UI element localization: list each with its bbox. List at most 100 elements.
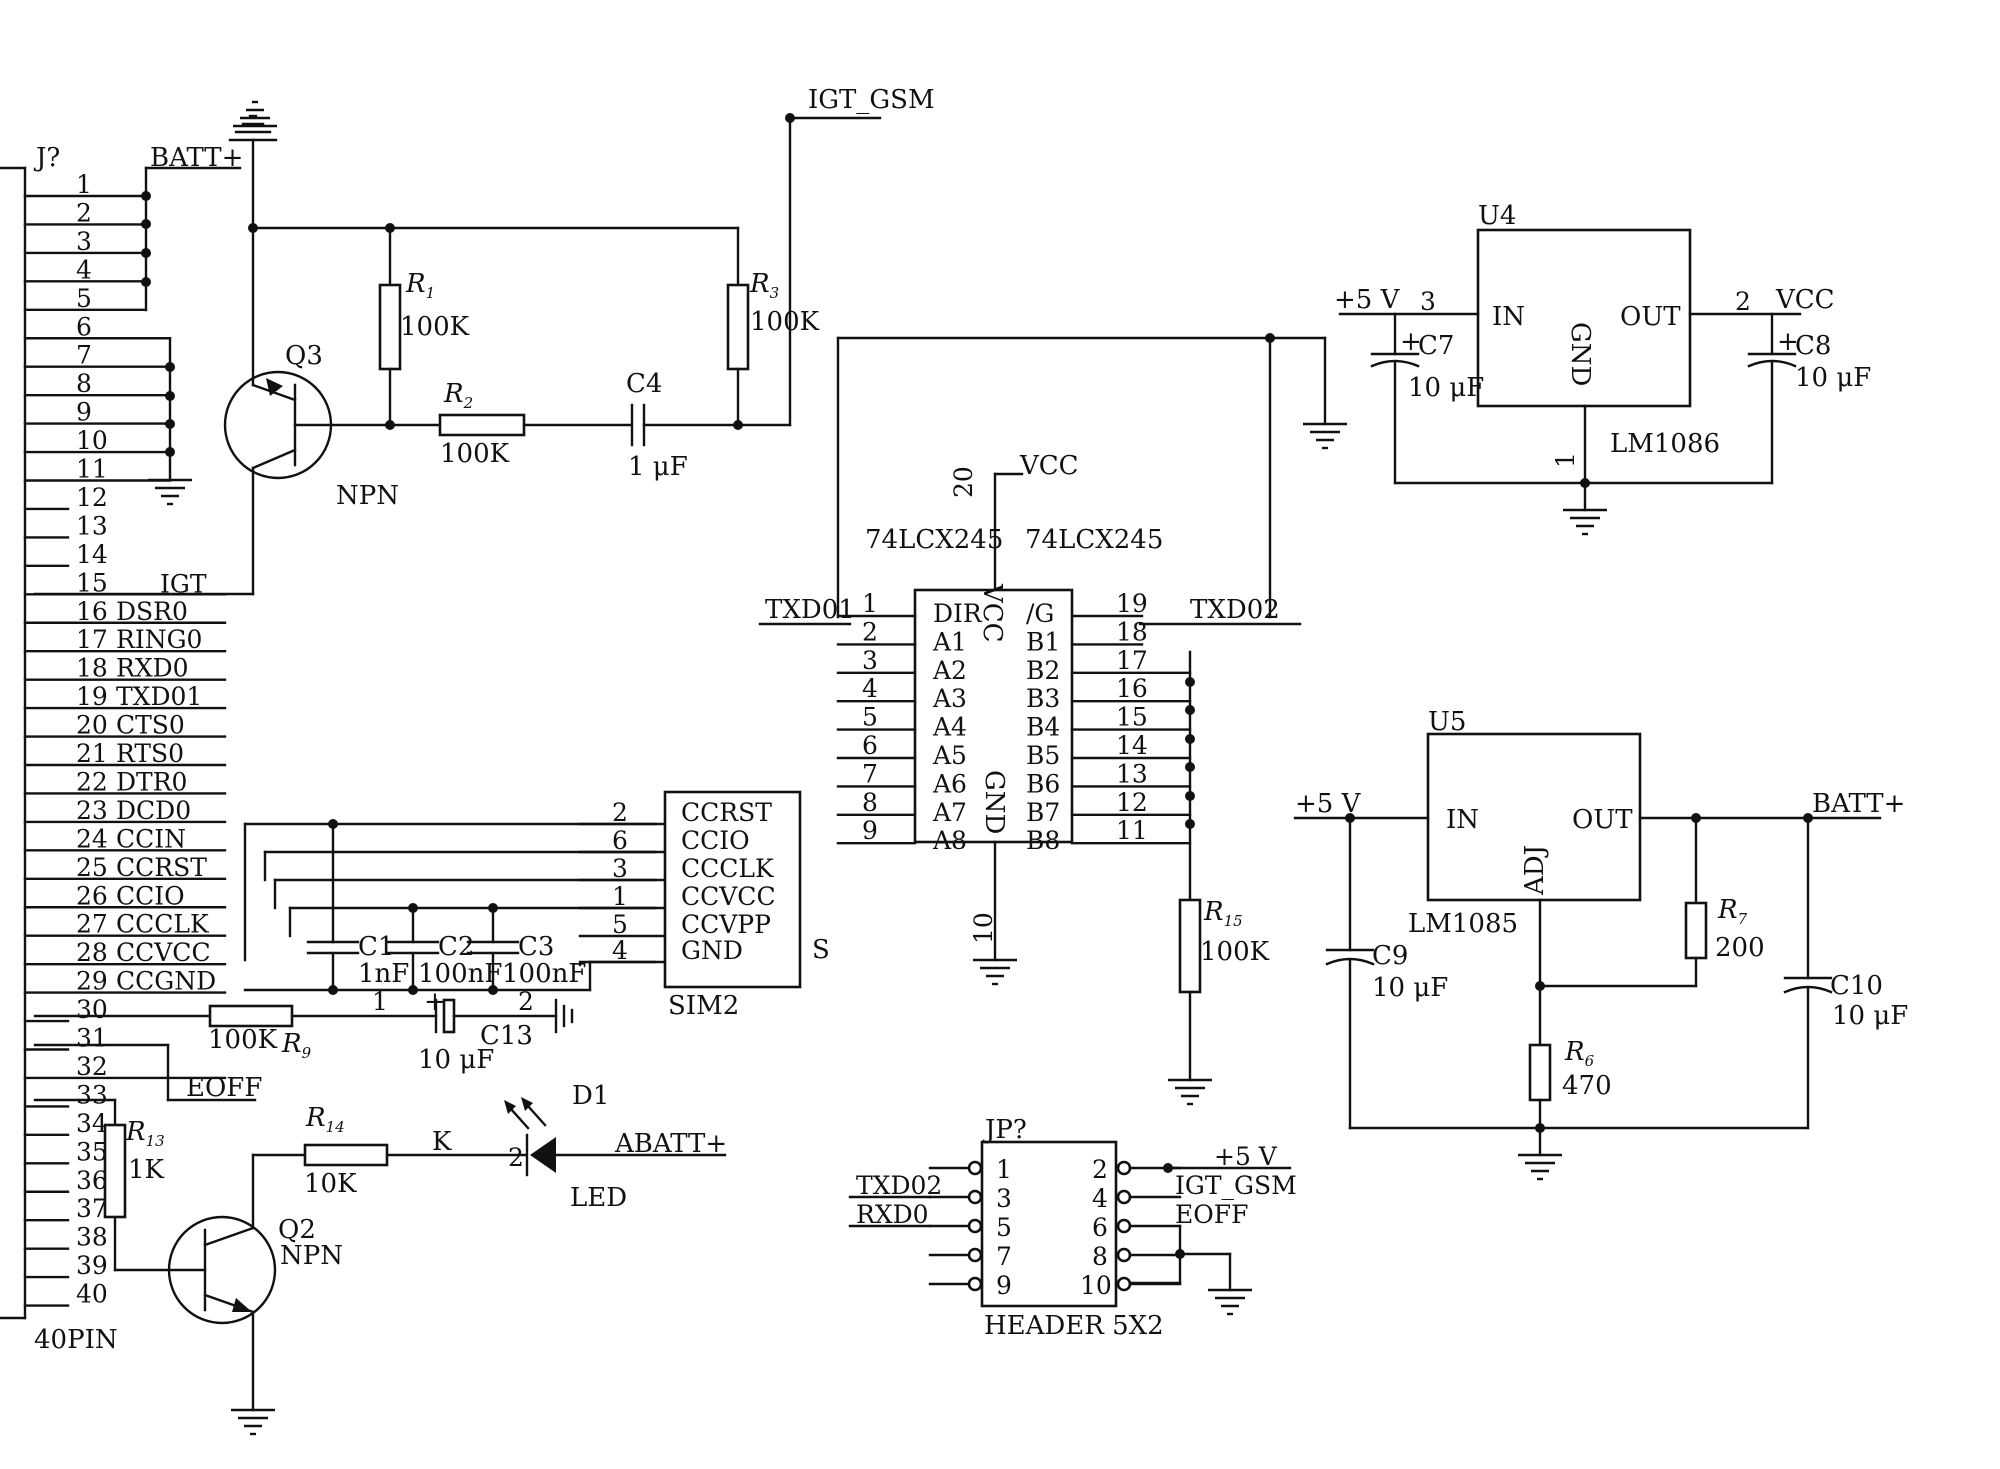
buffer-right-pin-name: B1 [1026,627,1060,656]
d1-type: LED [570,1183,627,1213]
q3-ref: Q3 [285,341,323,371]
c13-value: 10 μF [418,1045,494,1075]
connector-pin-signal: CCIN [116,824,186,853]
connector-pin-number: 2 [76,198,92,227]
r7-sub: 7 [1738,910,1748,928]
header-name: HEADER 5X2 [984,1311,1164,1341]
buffer-left-pin-number: 3 [862,646,878,675]
u4-in: IN [1492,302,1525,332]
buffer-gnd-label: GND [979,770,1009,834]
buffer-pin-gnd: 10 [969,912,998,944]
svg-text:R3: R3 [749,269,779,302]
u5-ref: U5 [1428,707,1466,737]
sim-side: S [812,935,830,965]
connector-pin-number: 16 [76,597,108,626]
svg-text:R6: R6 [1564,1037,1595,1070]
r15-sub: 15 [1224,912,1243,930]
connector-pin-signal: CCCLK [116,910,210,939]
buffer-right-pin-number: 18 [1116,617,1148,646]
c2-value: 100nF [418,959,502,989]
u4-pin-gnd: 1 [1551,452,1580,468]
c10-ref: C10 [1830,971,1883,1001]
buffer-right-net: TXD02 [1190,595,1280,625]
buffer-left-pin-number: 7 [862,759,878,788]
connector-pin-number: 27 [76,910,108,939]
connector-pin-number: 21 [76,739,108,768]
r1-sub: 1 [426,284,436,302]
c8-value: 10 μF [1795,363,1871,393]
connector-pin-number: 19 [76,682,108,711]
sim-pin-number: 4 [612,936,628,965]
q2-ref: Q2 [278,1215,316,1245]
sim-pin-number: 2 [612,798,628,827]
connector-pin-number: 6 [76,312,92,341]
u4-pin-in: 3 [1420,287,1436,316]
buffer-left-pin-number: 6 [862,731,878,760]
connector-ref: J? [33,143,60,173]
header-right-pin-number: 2 [1092,1155,1108,1184]
header-left-pin-number: 1 [996,1155,1012,1184]
u4-net-in: +5 V [1334,285,1401,315]
q2-type: NPN [280,1241,343,1271]
buffer-right-pin-number: 16 [1116,674,1148,703]
c7-plus: + [1400,327,1422,357]
connector-pin-number: 22 [76,767,108,796]
connector-pin-number: 13 [76,511,108,540]
connector-pin-number: 29 [76,967,108,996]
d1-ref: D1 [572,1081,609,1111]
sim-pin-number: 1 [612,882,628,911]
svg-text:R1: R1 [405,269,435,302]
header-left-pin-number: 7 [996,1242,1012,1271]
regulator-u5: U5 IN OUT ADJ LM1085 +5 V BATT+ C9 10 μF… [1293,707,1908,1181]
header-right-pin-number: 6 [1092,1213,1108,1242]
buffer-right-pin-name: /G [1026,599,1054,628]
connector-pin-number: 5 [76,284,92,313]
header-right-pin-number: 4 [1092,1184,1108,1213]
connector-pin-number: 32 [76,1052,108,1081]
svg-text:R9: R9 [281,1029,312,1062]
buffer-left-pin-number: 8 [862,788,878,817]
buffer-right-pin-number: 11 [1116,816,1148,845]
connector-pin-number: 39 [76,1251,108,1280]
c9-value: 10 μF [1372,973,1448,1003]
connector-pin-number: 37 [76,1194,108,1223]
connector-pin-number: 20 [76,711,108,740]
buffer-left-net: TXD01 [765,595,855,625]
r3-ref: R [749,269,770,299]
connector-pin-number: 14 [76,540,108,569]
sim-ref: SIM2 [668,991,739,1021]
r2-ref: R [443,379,464,409]
connector-pin-number: 28 [76,938,108,967]
buffer-right-pin-number: 17 [1116,646,1148,675]
header-left-pin-pad [967,1247,983,1263]
r9-value: 100K [208,1025,278,1055]
connector-pin-signal: RTS0 [116,739,184,768]
buffer-part-left: 74LCX245 [865,525,1003,555]
u4-gnd: GND [1565,322,1595,386]
header-left-pin-number: 9 [996,1271,1012,1300]
buffer-left-pin-name: A3 [932,684,967,713]
buffer-left-pin-number: 9 [862,816,878,845]
c8-ref: C8 [1795,331,1831,361]
buffer-vcc-label: VCC [977,583,1007,643]
u5-out: OUT [1572,805,1633,835]
sim-pin-name: CCCLK [681,854,775,883]
buffer-right-pin-name: B3 [1026,684,1060,713]
u4-ref: U4 [1478,201,1516,231]
connector-pin-number: 36 [76,1166,108,1195]
sim-pin-number: 3 [612,854,628,883]
header-left-pin-pad [967,1189,983,1205]
connector-pin-signal: DTR0 [116,767,187,796]
buffer-part-right: 74LCX245 [1025,525,1163,555]
header-left-pin-number: 5 [996,1213,1012,1242]
c1-value: 1nF [358,959,409,989]
r14-ref: R [305,1103,326,1133]
connector-pin-signal: TXD01 [116,682,202,711]
connector-pin-number: 34 [76,1109,108,1138]
c3-ref: C3 [518,932,554,962]
igt-gsm-net: IGT_GSM [808,85,935,115]
r2-sub: 2 [463,394,474,412]
r1-value: 100K [400,312,470,342]
